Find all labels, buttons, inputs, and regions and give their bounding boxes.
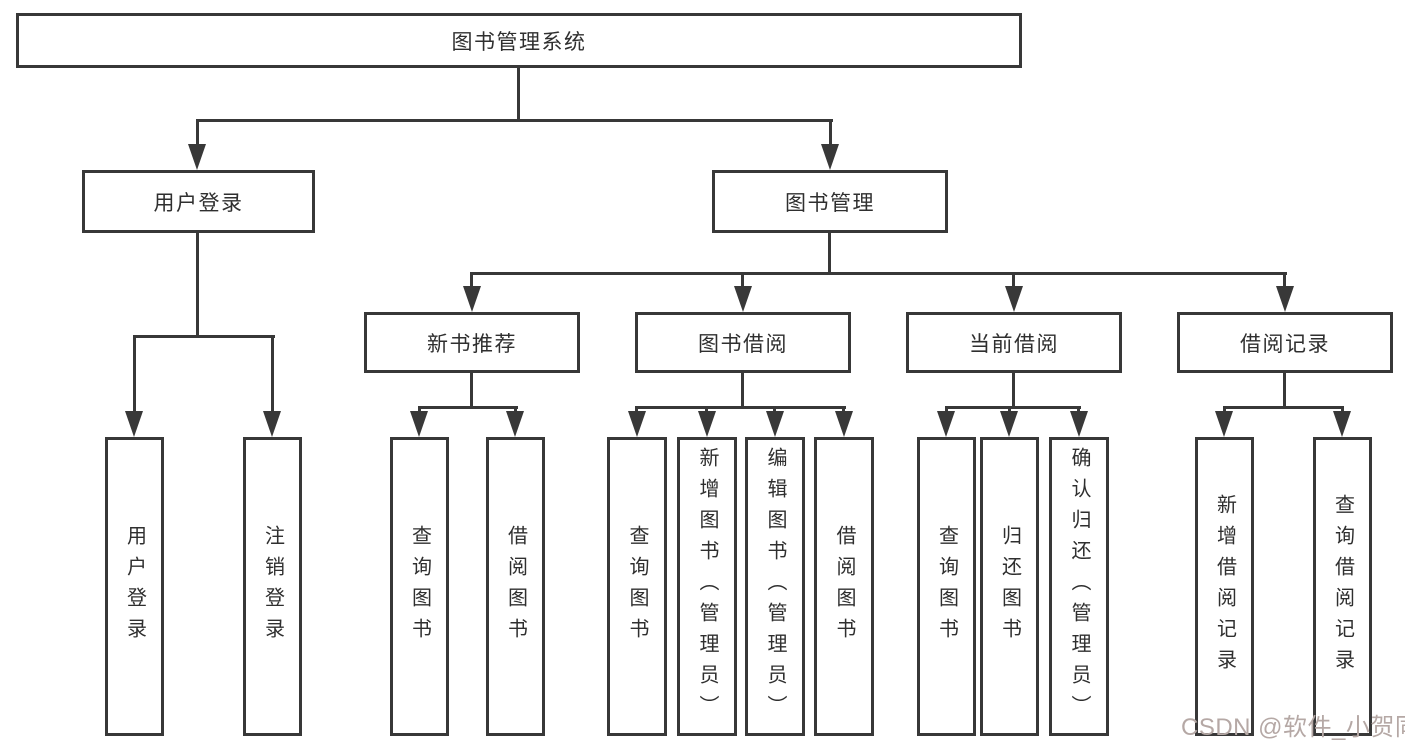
node-label: 图书管理 <box>785 191 875 215</box>
node-label: 新增图书（管理员） <box>696 447 718 726</box>
connector-line <box>741 272 744 288</box>
node-label: 当前借阅 <box>969 332 1059 356</box>
leaf-edit-books-admin: 编辑图书（管理员） <box>745 437 805 736</box>
node-label: 确认归还（管理员） <box>1068 447 1090 726</box>
leaf-return-books: 归还图书 <box>980 437 1039 736</box>
arrowhead-down-icon <box>1333 411 1351 437</box>
connector-line <box>705 406 708 414</box>
arrowhead-down-icon <box>410 411 428 437</box>
node-new-book-recommend: 新书推荐 <box>364 312 580 373</box>
connector-line <box>1008 406 1011 414</box>
node-label: 编辑图书（管理员） <box>764 447 786 726</box>
arrowhead-down-icon <box>766 411 784 437</box>
connector-line <box>842 406 845 414</box>
node-label: 借阅图书 <box>833 524 855 649</box>
node-user-login: 用户登录 <box>82 170 315 233</box>
connector-line <box>271 335 274 413</box>
arrowhead-down-icon <box>506 411 524 437</box>
connector-line <box>1283 272 1286 288</box>
connector-line <box>470 272 1287 275</box>
leaf-add-books-admin: 新增图书（管理员） <box>677 437 737 736</box>
node-label: 查询图书 <box>408 524 431 649</box>
node-label: 新书推荐 <box>427 332 517 356</box>
node-book-borrowing: 图书借阅 <box>635 312 851 373</box>
arrowhead-down-icon <box>734 286 752 312</box>
connector-line <box>196 233 199 337</box>
csdn-watermark: CSDN @软件_小贺同学 <box>1181 714 1405 741</box>
connector-line <box>741 373 744 408</box>
connector-line <box>945 406 1081 409</box>
leaf-borrow-books-recommend: 借阅图书 <box>486 437 545 736</box>
arrowhead-down-icon <box>1005 286 1023 312</box>
connector-line <box>773 406 776 414</box>
node-library-management-system: 图书管理系统 <box>16 13 1022 68</box>
arrowhead-down-icon <box>1070 411 1088 437</box>
connector-line <box>1012 272 1015 288</box>
connector-line <box>133 335 136 413</box>
node-book-management: 图书管理 <box>712 170 948 233</box>
connector-line <box>196 119 833 122</box>
leaf-logout: 注销登录 <box>243 437 302 736</box>
node-label: 借阅图书 <box>504 524 527 649</box>
connector-line <box>1077 406 1080 414</box>
node-label: 用户登录 <box>153 191 244 215</box>
arrowhead-down-icon <box>263 411 281 437</box>
arrowhead-down-icon <box>1000 411 1018 437</box>
arrowhead-down-icon <box>188 144 206 170</box>
node-label: 注销登录 <box>261 524 284 649</box>
node-label: 借阅记录 <box>1240 332 1330 356</box>
leaf-borrow-books: 借阅图书 <box>814 437 874 736</box>
leaf-confirm-return-admin: 确认归还（管理员） <box>1049 437 1109 736</box>
arrowhead-down-icon <box>628 411 646 437</box>
connector-line <box>418 406 518 409</box>
node-current-borrowing: 当前借阅 <box>906 312 1122 373</box>
connector-line <box>470 272 473 288</box>
connector-line <box>635 406 846 409</box>
arrowhead-down-icon <box>463 286 481 312</box>
leaf-add-borrow-record: 新增借阅记录 <box>1195 437 1254 736</box>
leaf-query-books-borrowing: 查询图书 <box>607 437 667 736</box>
node-label: 查询图书 <box>626 524 648 649</box>
connector-line <box>418 406 421 414</box>
node-label: 图书管理系统 <box>451 30 587 54</box>
connector-line <box>517 68 520 121</box>
connector-line <box>635 406 638 414</box>
arrowhead-down-icon <box>698 411 716 437</box>
node-label: 用户登录 <box>123 524 146 649</box>
connector-line <box>196 119 199 147</box>
leaf-query-books-recommend: 查询图书 <box>390 437 449 736</box>
connector-line <box>133 335 275 338</box>
node-label: 新增借阅记录 <box>1213 493 1236 680</box>
connector-line <box>1341 406 1344 414</box>
connector-line <box>1283 373 1286 408</box>
node-label: 归还图书 <box>998 524 1021 649</box>
arrowhead-down-icon <box>1276 286 1294 312</box>
leaf-query-borrow-record: 查询借阅记录 <box>1313 437 1372 736</box>
arrowhead-down-icon <box>835 411 853 437</box>
node-label: 查询图书 <box>935 524 958 649</box>
connector-line <box>828 233 831 274</box>
connector-line <box>1223 406 1344 409</box>
connector-line <box>945 406 948 414</box>
arrowhead-down-icon <box>1215 411 1233 437</box>
connector-line <box>470 373 473 408</box>
node-label: 查询借阅记录 <box>1331 493 1354 680</box>
connector-line <box>514 406 517 414</box>
connector-line <box>1012 373 1015 408</box>
node-borrowing-records: 借阅记录 <box>1177 312 1393 373</box>
arrowhead-down-icon <box>937 411 955 437</box>
leaf-user-login: 用户登录 <box>105 437 164 736</box>
connector-line <box>1223 406 1226 414</box>
arrowhead-down-icon <box>125 411 143 437</box>
leaf-query-books-current: 查询图书 <box>917 437 976 736</box>
connector-line <box>829 119 832 147</box>
arrowhead-down-icon <box>821 144 839 170</box>
node-label: 图书借阅 <box>698 332 788 356</box>
